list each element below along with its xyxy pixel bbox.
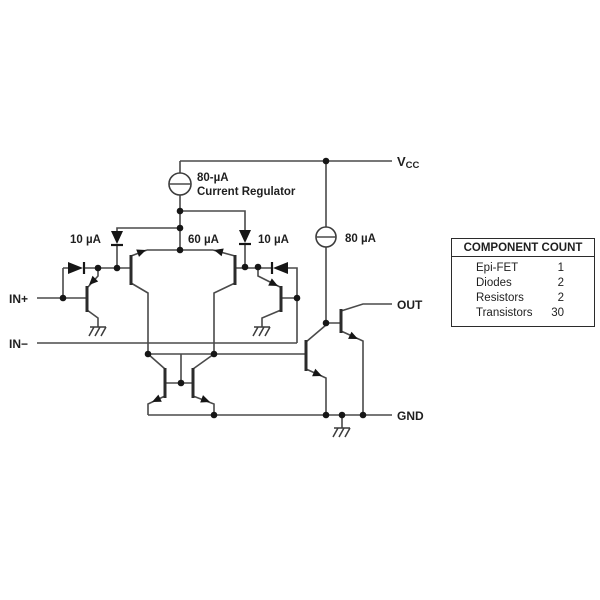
clamp-diode-in-plus-icon xyxy=(68,262,86,274)
current-regulator-icon xyxy=(168,172,192,196)
junction-dot xyxy=(322,411,330,419)
transistor-bars xyxy=(85,255,343,398)
row-count: 2 xyxy=(557,291,564,304)
junction-dot xyxy=(176,207,184,215)
junction-dot xyxy=(94,264,102,272)
emitter-arrow-icon xyxy=(214,248,224,257)
out-terminal-label: OUT xyxy=(397,298,423,312)
in-plus-terminal-label: IN+ xyxy=(9,292,28,306)
table-row: Epi-FET 1 xyxy=(452,261,594,276)
junction-dot xyxy=(322,157,330,165)
emitter-arrows xyxy=(89,248,358,403)
ground-icon xyxy=(252,326,271,337)
junction-dot xyxy=(359,411,367,419)
junction-dots xyxy=(59,157,367,419)
table-title: COMPONENT COUNT xyxy=(452,239,594,257)
junction-dot xyxy=(293,294,301,302)
current-label-60ua: 60 µA xyxy=(188,234,219,246)
component-count-table: COMPONENT COUNT Epi-FET 1 Diodes 2 Resis… xyxy=(451,238,595,328)
junction-dot xyxy=(176,224,184,232)
table-row: Transistors 30 xyxy=(452,305,594,320)
row-name: Diodes xyxy=(476,277,512,290)
diode-10ua-left-icon xyxy=(111,231,123,247)
current-label-10ua-right: 10 µA xyxy=(258,234,289,246)
emitter-arrow-icon xyxy=(200,395,210,403)
current-label-80ua: 80 µA xyxy=(345,233,376,245)
emitter-arrow-icon xyxy=(348,331,358,339)
junction-dot xyxy=(144,350,152,358)
current-source-80ua-icon xyxy=(315,226,337,248)
emitter-arrow-icon xyxy=(89,275,99,285)
emitter-arrow-icon xyxy=(136,249,146,257)
regulator-value-label: 80-µA xyxy=(197,172,229,184)
emitter-arrow-icon xyxy=(312,368,322,377)
wire-net xyxy=(37,160,392,428)
clamp-diode-in-minus-icon xyxy=(270,262,288,274)
gnd-terminal-label: GND xyxy=(397,409,424,423)
junction-dot xyxy=(254,263,262,271)
table-row: Resistors 2 xyxy=(452,291,594,306)
diode-10ua-right-icon xyxy=(239,230,251,246)
table-body: Epi-FET 1 Diodes 2 Resistors 2 Transisto… xyxy=(452,257,594,326)
row-count: 2 xyxy=(557,277,564,290)
junction-dot xyxy=(176,246,184,254)
row-count: 30 xyxy=(551,306,564,319)
ground-icon xyxy=(332,427,351,438)
vcc-terminal-label: VCC xyxy=(397,154,420,171)
junction-dot xyxy=(210,411,218,419)
regulator-name-label: Current Regulator xyxy=(197,186,296,198)
junction-dot xyxy=(113,264,121,272)
row-count: 1 xyxy=(557,262,564,275)
row-name: Epi-FET xyxy=(476,262,519,275)
junction-dot xyxy=(241,263,249,271)
junction-dot xyxy=(177,379,185,387)
junction-dot xyxy=(338,411,346,419)
emitter-arrow-icon xyxy=(152,394,162,402)
emitter-arrow-icon xyxy=(268,278,278,286)
junction-dot xyxy=(59,294,67,302)
row-name: Transistors xyxy=(476,306,533,319)
ground-icon xyxy=(88,326,107,337)
junction-dot xyxy=(322,319,330,327)
row-name: Resistors xyxy=(476,291,524,304)
table-row: Diodes 2 xyxy=(452,276,594,291)
junction-dot xyxy=(210,350,218,358)
in-minus-terminal-label: IN− xyxy=(9,337,28,351)
current-label-10ua-left: 10 µA xyxy=(70,234,101,246)
